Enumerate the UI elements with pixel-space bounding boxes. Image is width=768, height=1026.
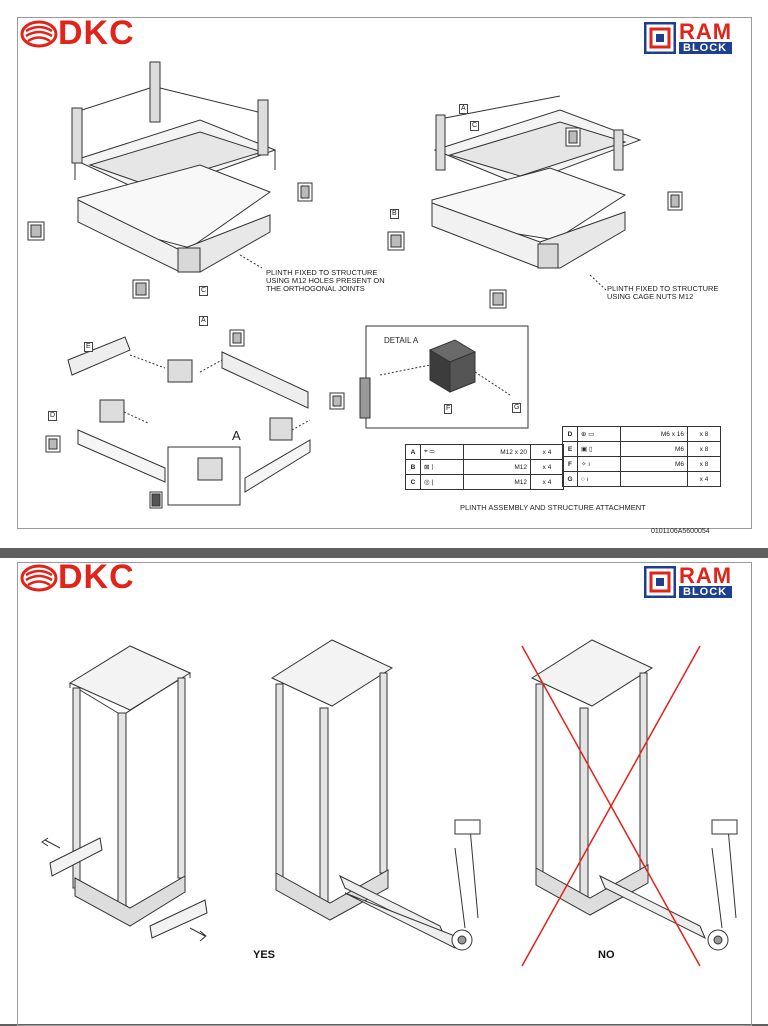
ram-logo-text: RAM	[679, 563, 733, 588]
bolt-icon: ⌖ ▭	[420, 444, 464, 460]
frame-structure-right-illustration	[433, 95, 642, 229]
label-yes: YES	[253, 949, 276, 961]
label-a-left: A	[199, 316, 208, 326]
ram-block-emblem-icon	[644, 22, 676, 54]
dkc-logo-text: DKC	[58, 558, 135, 596]
detail-a-corner-block-illustration	[359, 339, 511, 419]
label-a-right: A	[459, 104, 468, 114]
screw-icon: ⊕ ▭	[577, 426, 621, 442]
note-plinth-m12-holes: PLINTH FIXED TO STRUCTURE USING M12 HOLE…	[266, 268, 385, 293]
washer-icon: ◎ |	[420, 474, 464, 490]
note-plinth-cage-nuts: PLINTH FIXED TO STRUCTURE USING CAGE NUT…	[607, 284, 719, 301]
ram-block-logo: RAM BLOCK	[644, 563, 733, 598]
callout-a: A	[232, 428, 241, 443]
label-b: B	[390, 209, 399, 219]
plinth-assembly-drawing	[27, 61, 683, 509]
ram-block-logo: RAM BLOCK	[644, 19, 733, 54]
cabinet-removing-plinth-illustration	[41, 645, 208, 942]
nut-icon: ▣ ▯	[577, 441, 621, 457]
cabinet-pallet-truck-yes-illustration	[270, 639, 481, 951]
dkc-logo: DKC	[20, 14, 135, 53]
manual-page-1: DKC RAM BLOCK	[0, 0, 768, 548]
prohibited-cross-icon	[521, 645, 701, 967]
label-no: NO	[598, 949, 615, 961]
label-f: F	[444, 404, 453, 414]
dkc-emblem-icon	[20, 564, 58, 591]
ram-logo-text: RAM	[679, 19, 733, 44]
dkc-emblem-icon	[20, 20, 58, 47]
cabinet-pallet-truck-no-illustration	[530, 639, 738, 951]
label-c-left: C	[199, 286, 209, 296]
ram-block-emblem-icon	[644, 566, 676, 598]
spacer-icon: ○ ı	[577, 471, 621, 487]
label-d: D	[48, 411, 58, 421]
dkc-logo: DKC	[20, 558, 135, 597]
manual-page-2: DKC RAM BLOCK	[0, 558, 768, 1026]
block-logo-text: BLOCK	[679, 42, 733, 54]
label-c-right: C	[470, 121, 480, 131]
nut-icon: ⊠ ⟩	[420, 459, 464, 475]
plinth-left-illustration	[77, 164, 272, 273]
dkc-logo-text: DKC	[58, 14, 135, 52]
plinth-right-illustration	[431, 167, 627, 269]
drawing-caption: PLINTH ASSEMBLY AND STRUCTURE ATTACHMENT	[460, 503, 646, 512]
block-logo-text: BLOCK	[679, 586, 733, 598]
label-g: G	[512, 403, 522, 413]
washer-icon: ✧ ı	[577, 456, 621, 472]
document-number: 0101106A5600054	[651, 528, 710, 535]
exploded-plinth-illustration	[67, 336, 311, 506]
handling-drawing	[41, 639, 738, 967]
label-e: E	[84, 342, 93, 352]
detail-a-title: DETAIL A	[384, 336, 419, 345]
page-frame	[17, 17, 752, 529]
